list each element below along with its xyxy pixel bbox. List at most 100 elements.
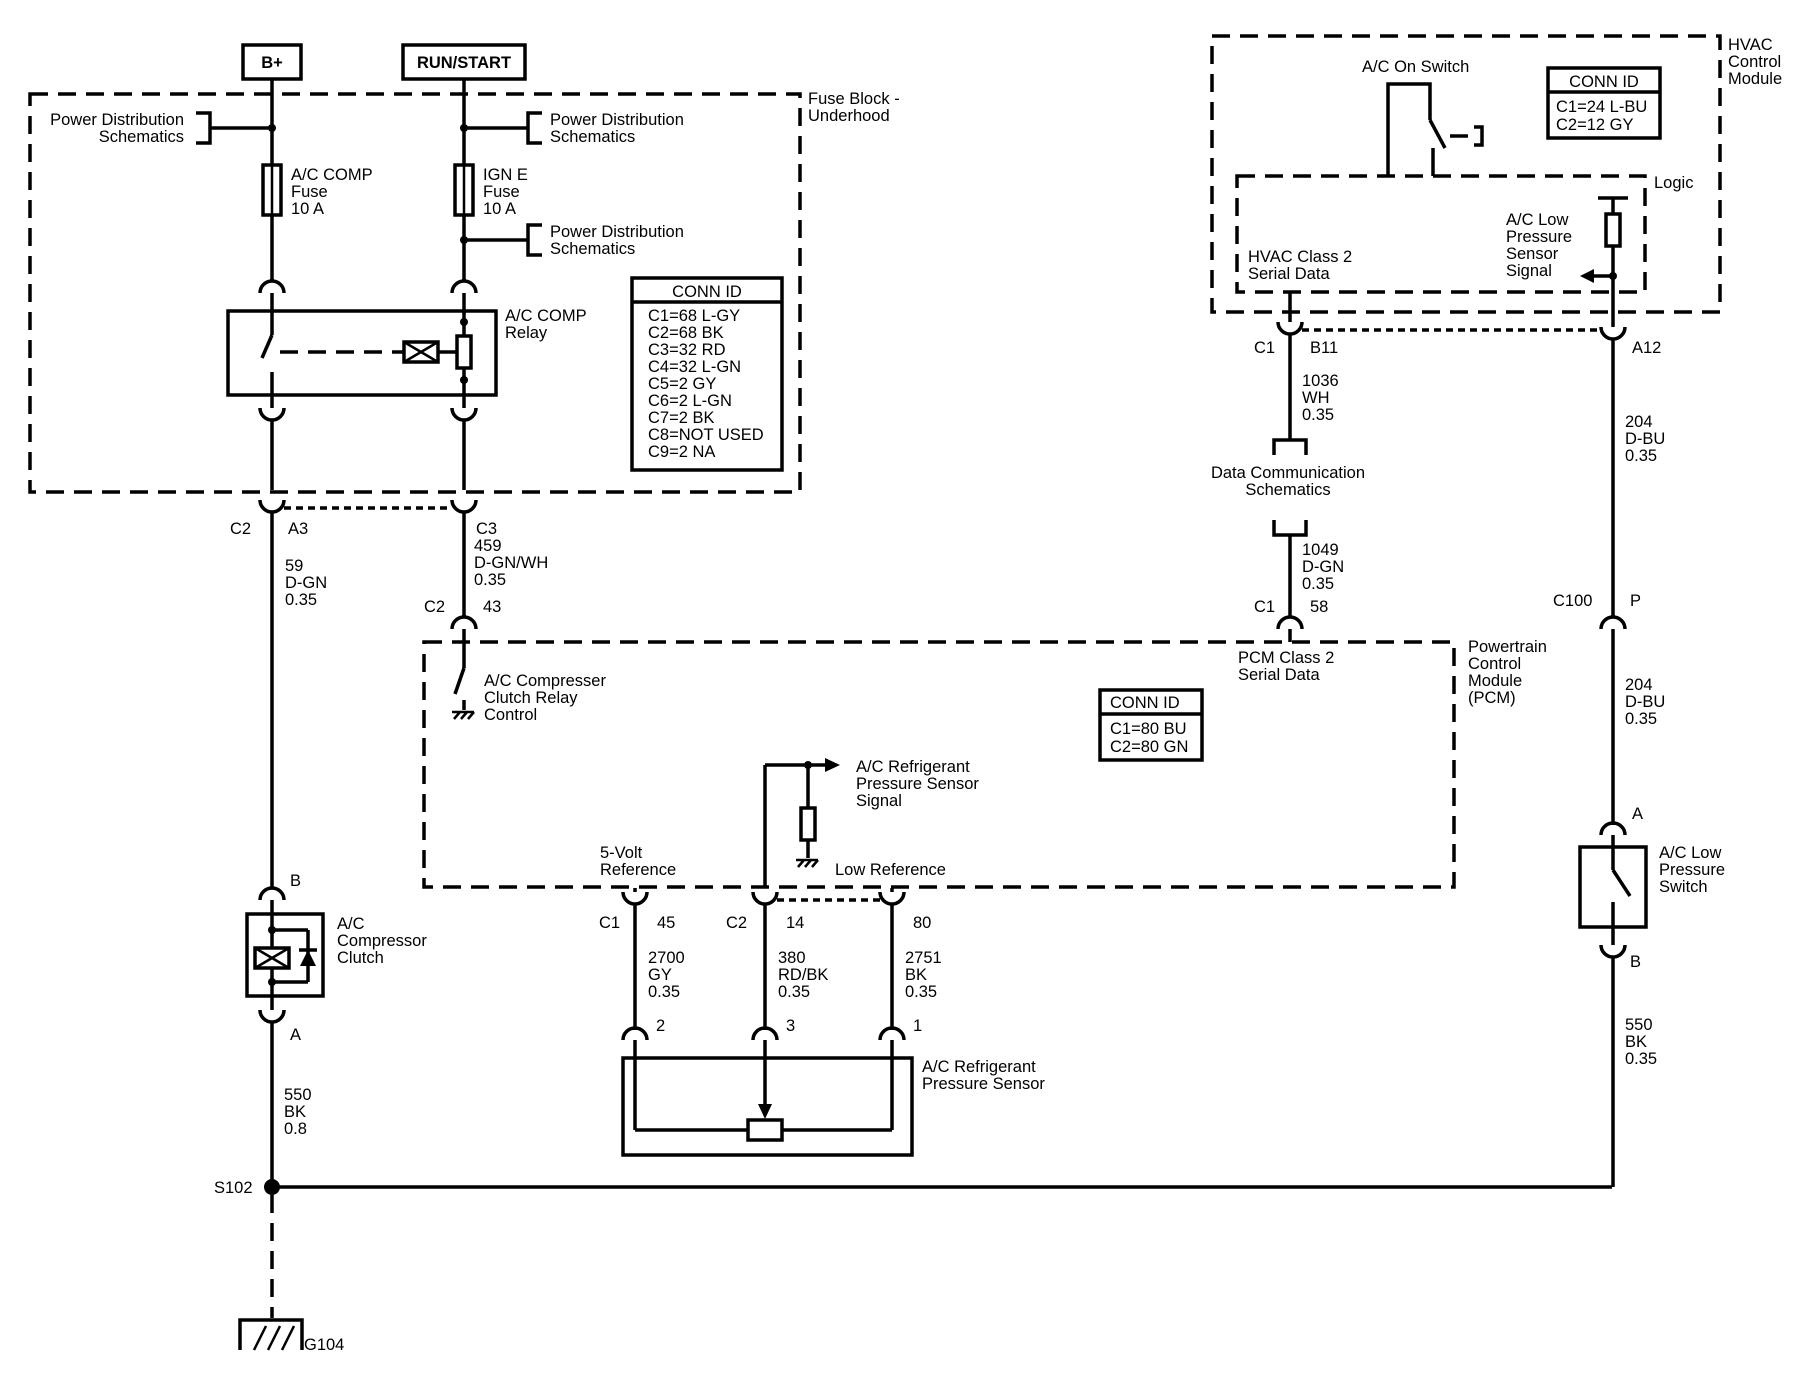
ground-label: G104 [304, 1336, 344, 1354]
wire-label: D-GN [285, 574, 327, 592]
ac-on-switch-label: A/C On Switch [1362, 58, 1469, 76]
low-pressure-switch-label: Switch [1659, 878, 1708, 896]
ac-comp-fuse-label-3: 10 A [291, 200, 324, 218]
wire-label: WH [1302, 389, 1330, 407]
low-pressure-signal-label: Pressure [1506, 228, 1572, 246]
wire-label: BK [905, 966, 927, 984]
wire-label: 459 [474, 537, 502, 555]
conn-c1: C1 [1254, 339, 1275, 357]
ground-g104 [238, 1318, 304, 1351]
wire-label: BK [284, 1103, 306, 1121]
run-start-label: RUN/START [417, 54, 511, 72]
hvac-outline [1210, 34, 1722, 314]
conn-c1c: C1 [599, 914, 620, 932]
hvac-conn-id-title: CONN ID [1569, 73, 1639, 91]
pcm-outline [422, 640, 1456, 889]
switch-pin-b: B [1630, 953, 1641, 971]
conn-c2b: C2 [424, 598, 445, 616]
five-volt-label: 5-Volt [600, 844, 643, 862]
power-dist-right-2: Schematics [550, 128, 635, 146]
wire-label: 0.35 [474, 571, 506, 589]
fuse-conn-id-title: CONN ID [672, 283, 742, 301]
pcm-conn-id-item: C2=80 GN [1110, 738, 1188, 756]
sensor-signal-label: Signal [856, 792, 902, 810]
pcm-title: (PCM) [1468, 689, 1516, 707]
ac-refrigerant-pressure-sensor [621, 1040, 914, 1157]
data-comm-label: Schematics [1245, 481, 1330, 499]
fuse-block-title-2: Underhood [808, 107, 890, 125]
run-start-supply: RUN/START [401, 43, 527, 81]
clutch-pin-b: B [290, 872, 301, 890]
wire-label: 1049 [1302, 541, 1339, 559]
wire-label: 0.35 [285, 591, 317, 609]
wire-label: 550 [1625, 1016, 1653, 1034]
low-ref-label: Low Reference [835, 861, 946, 879]
conn-b11: B11 [1310, 339, 1338, 357]
power-dist-left-1: Power Distribution [50, 111, 184, 129]
ign-e-fuse-label-3: 10 A [483, 200, 516, 218]
ac-comp-relay [226, 293, 498, 397]
hvac-title: HVAC [1728, 36, 1773, 54]
wire-label: 0.35 [1625, 1050, 1657, 1068]
conn-45: 45 [657, 914, 675, 932]
fuse-conn-id-item: C5=2 GY [648, 375, 716, 393]
wire-label: 0.35 [778, 983, 810, 1001]
switch-pin-a: A [1632, 805, 1643, 823]
hvac-class2-label: HVAC Class 2 [1248, 248, 1352, 266]
low-pressure-signal-label: A/C Low [1506, 211, 1568, 229]
ac-comp-fuse-label-2: Fuse [291, 183, 328, 201]
pcm-title: Powertrain [1468, 638, 1547, 656]
pcm-class2-label: PCM Class 2 [1238, 649, 1334, 667]
conn-80: 80 [913, 914, 931, 932]
relay-label-2: Relay [505, 324, 548, 342]
ac-compressor-clutch [245, 900, 325, 1010]
ign-e-fuse-label-2: Fuse [483, 183, 520, 201]
logic-label: Logic [1654, 174, 1693, 192]
b-plus-supply: B+ [241, 43, 303, 81]
relay-label-1: A/C COMP [505, 307, 587, 325]
pressure-sensor-label: A/C Refrigerant [922, 1058, 1036, 1076]
wire-label: GY [648, 966, 672, 984]
clutch-label: Clutch [337, 949, 384, 967]
clutch-label: A/C [337, 915, 365, 933]
conn-14: 14 [786, 914, 804, 932]
wire-label: 380 [778, 949, 806, 967]
low-pressure-switch-label: Pressure [1659, 861, 1725, 879]
low-pressure-signal-label: Signal [1506, 262, 1552, 280]
sensor-signal-label: A/C Refrigerant [856, 758, 970, 776]
conn-58: 58 [1310, 598, 1328, 616]
conn-c2: C2 [230, 520, 251, 538]
hvac-title: Control [1728, 53, 1781, 71]
power-dist-right-1: Power Distribution [550, 111, 684, 129]
hvac-conn-id-item: C1=24 L-BU [1556, 98, 1647, 116]
ac-on-switch [1386, 82, 1484, 176]
sensor-signal-label: Pressure Sensor [856, 775, 979, 793]
ac-comp-fuse-label-1: A/C COMP [291, 166, 373, 184]
clutch-label: Compressor [337, 932, 427, 950]
conn-a12: A12 [1632, 339, 1661, 357]
pin-2: 2 [656, 1017, 665, 1035]
fuse-conn-id-item: C6=2 L-GN [648, 392, 732, 410]
conn-c2c: C2 [726, 914, 747, 932]
pcm-class2-label: Serial Data [1238, 666, 1320, 684]
conn-43: 43 [483, 598, 501, 616]
relay-control-label: Control [484, 706, 537, 724]
wire-label: D-GN/WH [474, 554, 548, 572]
wire-label: RD/BK [778, 966, 828, 984]
conn-c100: C100 [1553, 592, 1592, 610]
fuse-conn-id-item: C1=68 L-GY [648, 307, 740, 325]
power-dist-left-2: Schematics [99, 128, 184, 146]
wire-label: 0.35 [1302, 406, 1334, 424]
wire-label: 59 [285, 557, 303, 575]
fuse-block-conn-id: CONN ID C1=68 L-GY C2=68 BK C3=32 RD C4=… [630, 276, 784, 472]
fuse-block-title: Fuse Block - [808, 90, 900, 108]
power-dist-right-4: Schematics [550, 240, 635, 258]
fuse-conn-id-item: C9=2 NA [648, 443, 715, 461]
data-comm-label: Data Communication [1211, 464, 1365, 482]
fuse-block-outline [28, 92, 802, 494]
fuse-conn-id-item: C8=NOT USED [648, 426, 764, 444]
wire-label: 0.35 [905, 983, 937, 1001]
wire-label: 0.35 [1625, 447, 1657, 465]
wire-label: 204 [1625, 676, 1653, 694]
